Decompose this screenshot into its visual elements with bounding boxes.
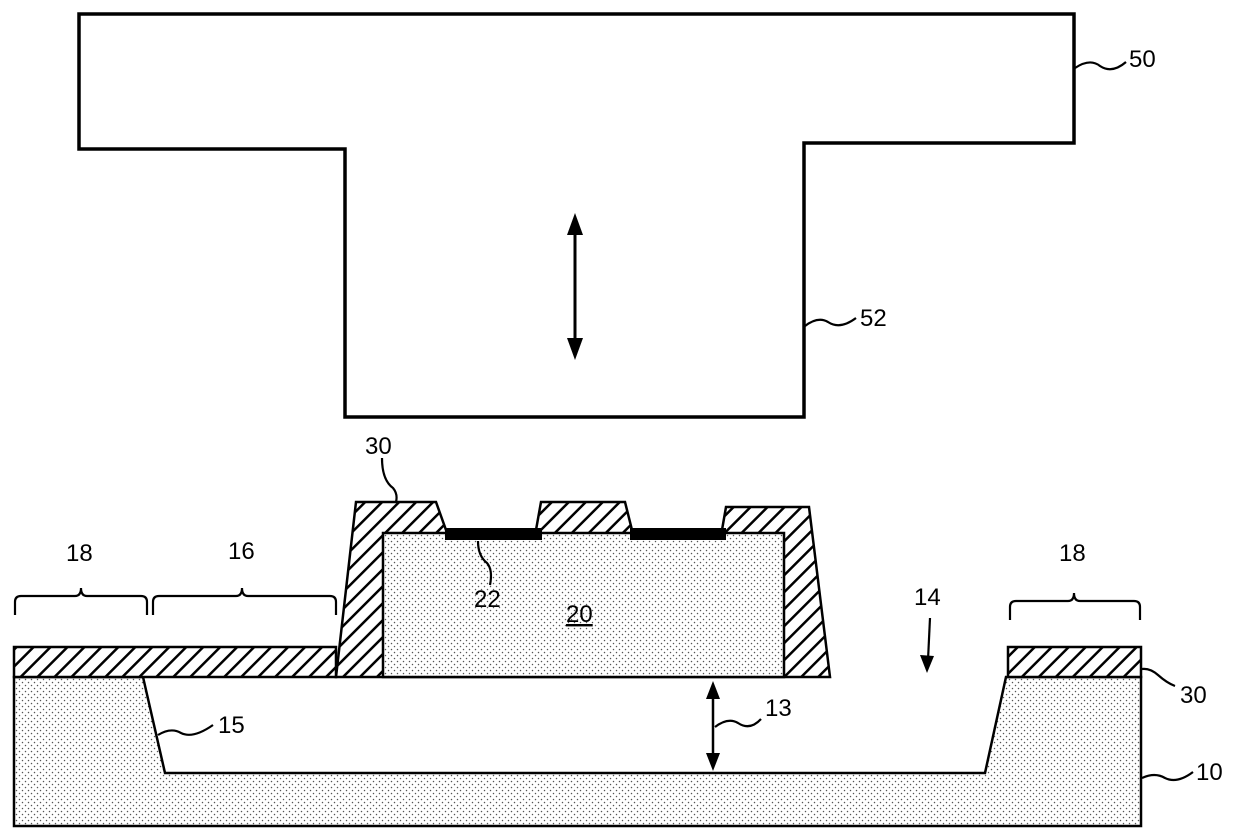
label-22: 22 (474, 586, 501, 613)
label-15: 15 (218, 712, 245, 739)
label-30-top: 30 (365, 433, 392, 460)
leader-30-top (382, 458, 397, 502)
brace-region-18-left (15, 588, 147, 615)
coating-left-strip (14, 647, 336, 677)
label-30-right: 30 (1180, 682, 1207, 709)
label-18-right: 18 (1059, 540, 1086, 567)
label-13: 13 (765, 695, 792, 722)
contact-22-left (446, 529, 541, 539)
brace-region-18-right (1010, 593, 1140, 620)
leader-10 (1142, 772, 1193, 780)
leader-30-right (1142, 669, 1175, 686)
label-20: 20 (566, 601, 593, 628)
press-tool-body (79, 14, 1074, 417)
label-16: 16 (228, 538, 255, 565)
leader-15 (158, 725, 213, 735)
label-50: 50 (1129, 46, 1156, 73)
label-18-left: 18 (66, 540, 93, 567)
substrate-10 (14, 677, 1141, 826)
leader-13 (715, 719, 761, 727)
gap-pointer-arrow (920, 618, 934, 673)
label-52: 52 (860, 305, 887, 332)
coating-right-strip (1008, 647, 1141, 677)
label-14: 14 (914, 584, 941, 611)
contact-22-right (631, 529, 725, 539)
brace-region-16 (153, 588, 336, 615)
label-10: 10 (1196, 759, 1223, 786)
leader-50 (1075, 62, 1126, 69)
leader-52 (805, 318, 856, 326)
